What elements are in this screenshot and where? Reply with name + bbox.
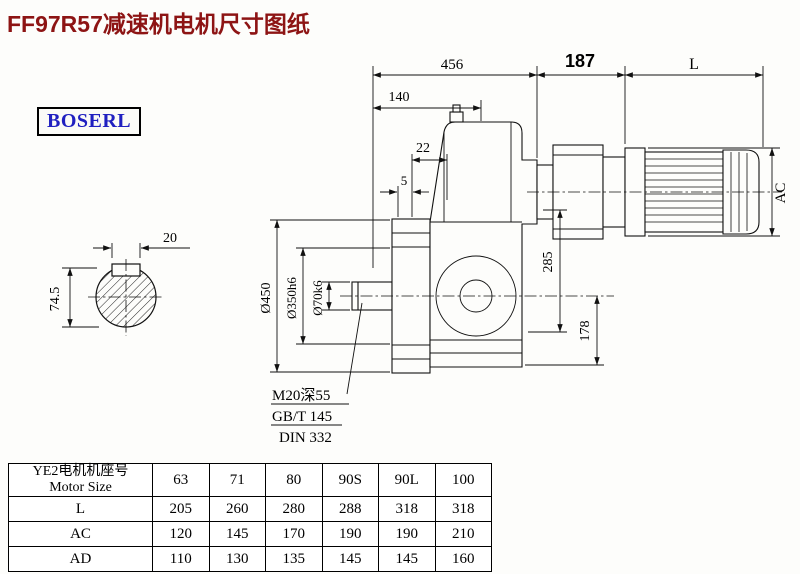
- note-standard-din: DIN 332: [279, 430, 332, 446]
- motor-size-table: YE2电机机座号 Motor Size 63 71 80 90S 90L 100…: [8, 462, 492, 573]
- dim-22: 22: [416, 141, 430, 156]
- col-header-90S: 90S: [321, 462, 379, 498]
- cell: 145: [321, 546, 379, 573]
- cell: 120: [152, 521, 210, 548]
- dimension-labels: 456 187 L 140 22 5 285 Ø450 Ø350h6 Ø70k6…: [48, 51, 789, 446]
- cell: 318: [434, 496, 492, 523]
- cell: 190: [378, 521, 436, 548]
- dim-285: 285: [541, 252, 556, 273]
- row-label-AC: AC: [8, 521, 153, 548]
- col-header-63: 63: [152, 462, 210, 498]
- centerlines: [88, 191, 782, 336]
- col-header-80: 80: [265, 462, 323, 498]
- dim-456: 456: [441, 57, 464, 73]
- row-label-AD: AD: [8, 546, 153, 573]
- reducer-side-view: [351, 104, 760, 374]
- cell: 160: [434, 546, 492, 573]
- cell: 110: [152, 546, 210, 573]
- cell: 135: [265, 546, 323, 573]
- dimension-lines: [62, 66, 780, 426]
- cell: 145: [208, 521, 266, 548]
- table-header-en: Motor Size: [49, 480, 112, 496]
- table-row-L: L 205 260 280 288 318 318: [8, 496, 492, 523]
- dim-AC: AC: [773, 183, 789, 204]
- dim-shaft-diameter: Ø70k6: [310, 280, 325, 316]
- dim-187: 187: [565, 51, 595, 71]
- table-row-AD: AD 110 130 135 145 145 160: [8, 546, 492, 573]
- dim-140: 140: [389, 90, 410, 105]
- cell: 260: [208, 496, 266, 523]
- page-title: FF97R57减速机电机尺寸图纸: [7, 11, 310, 37]
- table-header-row: YE2电机机座号 Motor Size 63 71 80 90S 90L 100: [8, 462, 492, 498]
- cell: 145: [378, 546, 436, 573]
- brand-text: BOSERL: [47, 110, 132, 132]
- lifting-plug: [449, 111, 464, 123]
- brand-logo: BOSERL: [37, 107, 142, 136]
- dim-178: 178: [578, 321, 593, 342]
- cell: 288: [321, 496, 379, 523]
- motor-fins: [645, 158, 723, 223]
- table-header-cn: YE2电机机座号: [32, 464, 129, 479]
- dim-flange-diameter: Ø450: [259, 282, 274, 313]
- dim-key-width: 20: [163, 231, 177, 246]
- col-header-71: 71: [208, 462, 266, 498]
- table-row-AC: AC 120 145 170 190 190 210: [8, 521, 492, 548]
- cell: 318: [378, 496, 436, 523]
- col-header-90L: 90L: [378, 462, 436, 498]
- dim-spigot-diameter: Ø350h6: [284, 277, 299, 319]
- cell: 130: [208, 546, 266, 573]
- gear-housing: [429, 121, 538, 368]
- cell: 280: [265, 496, 323, 523]
- row-label-L: L: [8, 496, 153, 523]
- dim-L: L: [689, 56, 699, 73]
- table-header-motor-size: YE2电机机座号 Motor Size: [8, 462, 153, 498]
- note-standard-gb: GB/T 145: [272, 409, 332, 425]
- dim-key-height: 74.5: [48, 287, 63, 312]
- note-tap-size: M20深55: [272, 387, 330, 404]
- dim-5: 5: [401, 173, 408, 188]
- cell: 210: [434, 521, 492, 548]
- cell: 170: [265, 521, 323, 548]
- cell: 205: [152, 496, 210, 523]
- cell: 190: [321, 521, 379, 548]
- col-header-100: 100: [434, 462, 492, 498]
